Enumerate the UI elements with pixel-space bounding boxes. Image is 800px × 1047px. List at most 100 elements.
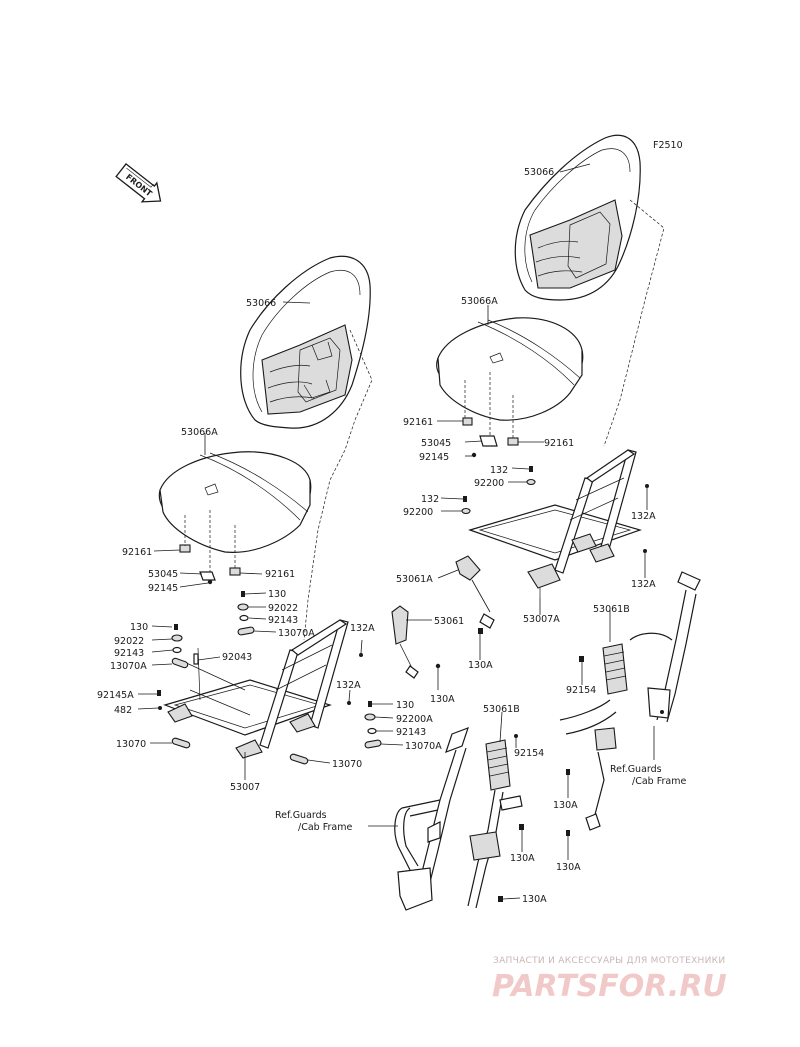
label-132A-a: 132A [350,623,375,634]
damper-13070A-a [237,626,255,636]
label-130-a: 130 [268,589,286,600]
bracket-53045-left [199,571,216,581]
bracket-53045-right [479,435,498,447]
seat-frame-left [163,619,349,759]
washer-92022-a [237,603,249,611]
label-130A-d: 130A [510,853,535,864]
bolt-132A-c [645,484,649,488]
seat-belt-assembly-right [559,571,701,836]
bolt-130-c [368,701,372,707]
front-arrow-icon: FRONT [115,163,162,203]
seat-cushion-left [158,451,312,553]
label-132A-d: 132A [631,579,656,590]
label-53066A-right: 53066A [461,296,498,307]
label-92200A-left: 92200A [396,714,433,725]
label-53061A: 53061A [396,574,433,585]
label-130-c: 130 [396,700,414,711]
bolt-130-a [241,591,245,597]
label-92154-b: 92154 [514,748,544,759]
watermark-logo: PARTSFOR.RU [492,969,727,1004]
clip-92161-right-b [507,437,519,446]
bolt-132-b [463,496,467,502]
leader-lines-right [368,163,665,900]
seat-belt-assembly-left [394,726,524,911]
clip-92161-right-a [462,417,473,426]
label-132-a: 132 [490,465,508,476]
bolt-92043 [193,653,199,665]
label-92200-b: 92200 [403,507,433,518]
label-92143-b: 92143 [114,648,144,659]
ref-left-line2: /Cab Frame [298,822,352,833]
bolt-132A-a [359,653,363,657]
label-482: 482 [114,705,132,716]
watermark-tagline: ЗАПЧАСТИ И АКСЕССУАРЫ ДЛЯ МОТОТЕХНИКИ [493,956,725,966]
label-92154-a: 92154 [566,685,596,696]
label-92143-c: 92143 [396,727,426,738]
label-53066-right: 53066 [524,167,554,178]
label-53066A-left: 53066A [181,427,218,438]
seat-frame-right [468,449,642,598]
washer-92200A-left [364,713,376,721]
bolt-130A-b [478,628,483,634]
ref-left-line1: Ref.Guards [275,810,327,821]
label-13070-a: 13070 [116,739,146,750]
seat-belt-buckle-left [391,605,441,679]
label-92161-left-b: 92161 [265,569,295,580]
spring-92145A [157,690,161,696]
spring-92145-right [471,452,477,458]
damper-13070-b [289,753,309,765]
label-13070A-b: 13070A [110,661,147,672]
seat-back-right [514,134,641,301]
bolt-132-a [529,466,533,472]
label-13070A-a: 13070A [278,628,315,639]
label-130A-e: 130A [556,862,581,873]
label-53066-left: 53066 [246,298,276,309]
label-132-b: 132 [421,494,439,505]
nut-482 [158,706,162,710]
watermark: ЗАПЧАСТИ И АКСЕССУАРЫ ДЛЯ МОТОТЕХНИКИ PA… [492,956,727,1004]
damper-13070-a [171,737,191,749]
collar-92143-c [367,727,377,735]
washer-92200-b [461,507,471,515]
label-13070A-c: 13070A [405,741,442,752]
label-130A-c: 130A [553,800,578,811]
label-132A-c: 132A [631,511,656,522]
collar-92143-b [172,646,182,654]
seat-cushion-right [436,317,584,421]
seat-belt-buckle-right [455,555,495,634]
leader-lines-left [137,301,439,780]
collar-92143-a [239,614,249,622]
label-130-b: 130 [130,622,148,633]
bolt-130A-d [566,769,570,775]
ref-right-line2: /Cab Frame [632,776,686,787]
ref-right-line1: Ref.Guards [610,764,662,775]
seat-back-left [240,255,371,429]
label-53061: 53061 [434,616,464,627]
damper-13070A-c [364,739,382,749]
bolt-132A-d [643,549,647,553]
clip-92161-left-a [179,544,191,553]
label-92145-right: 92145 [419,452,449,463]
bolt-132A-b [347,701,351,705]
bolt-130A-e [566,830,570,836]
part-labels: 53066 53066A 92161 53045 92145 92161 130… [97,167,686,905]
diagram-code: F2510 [653,140,683,151]
label-92022-a: 92022 [268,603,298,614]
label-92043: 92043 [222,652,252,663]
damper-13070A-b [171,657,189,669]
label-53007-left: 53007 [230,782,260,793]
washer-92022-b [171,634,183,642]
label-92145A: 92145A [97,690,134,701]
label-92161-right-a: 92161 [403,417,433,428]
label-130A-a: 130A [430,694,455,705]
label-92143-a: 92143 [268,615,298,626]
label-53061B-a: 53061B [593,604,630,615]
spring-92145-left [207,579,213,585]
label-53045-left: 53045 [148,569,178,580]
label-53061B-b: 53061B [483,704,520,715]
label-92161-right-b: 92161 [544,438,574,449]
label-53045-right: 53045 [421,438,451,449]
label-92200-a: 92200 [474,478,504,489]
label-53007A: 53007A [523,614,560,625]
